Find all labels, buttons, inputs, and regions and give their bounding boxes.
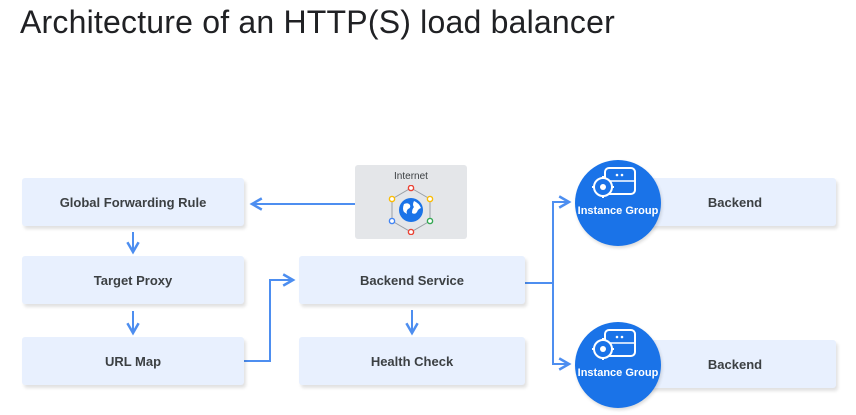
health-check-label: Health Check [370, 353, 454, 369]
backend-service-label: Backend Service [359, 272, 465, 288]
backend-label-2: Backend [707, 356, 763, 372]
backend-label-1: Backend [707, 194, 763, 210]
instance-group-2: Instance Group [575, 322, 661, 408]
arrow-url-map-to-backend-service [244, 273, 296, 362]
health-check-box: Health Check [299, 337, 525, 385]
page-title: Architecture of an HTTP(S) load balancer [20, 4, 615, 40]
url-map-label: URL Map [104, 353, 162, 369]
global-forwarding-rule-box: Global Forwarding Rule [22, 178, 244, 226]
internet-box: Internet [355, 165, 467, 239]
arrow-backend-service-to-instance-group-2 [552, 283, 572, 371]
instance-group-icon [592, 167, 636, 198]
instance-group-icon [592, 329, 636, 360]
instance-group-label-1: Instance Group [577, 205, 659, 217]
backend-box-2: Backend [634, 340, 836, 388]
target-proxy-label: Target Proxy [93, 272, 173, 288]
target-proxy-box: Target Proxy [22, 256, 244, 304]
internet-label: Internet [394, 171, 428, 182]
url-map-box: URL Map [22, 337, 244, 385]
instance-group-1: Instance Group [575, 160, 661, 246]
backend-service-box: Backend Service [299, 256, 525, 304]
backend-box-1: Backend [634, 178, 836, 226]
instance-group-label-2: Instance Group [577, 367, 659, 379]
global-forwarding-rule-label: Global Forwarding Rule [59, 194, 207, 210]
arrow-backend-service-to-instance-group-1 [525, 195, 572, 284]
globe-icon [388, 185, 434, 235]
